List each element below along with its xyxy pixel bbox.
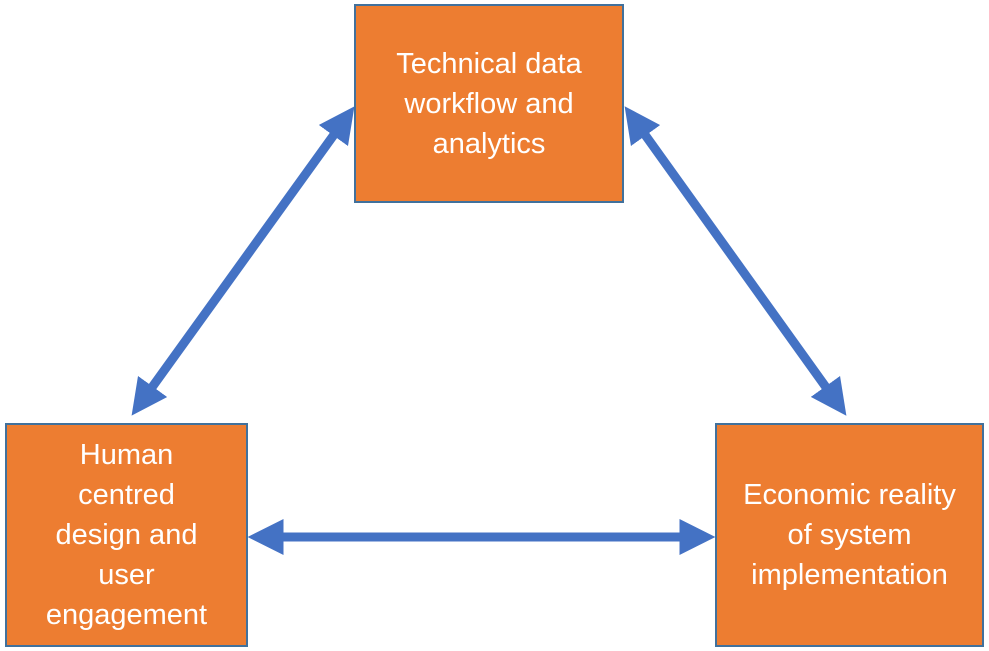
node-label-left: Human centred design and user engagement [45,439,208,631]
arrow-top-right [624,106,847,416]
node-label-right: Economic reality of system implementatio… [743,479,956,591]
arrow-top-left [131,106,355,416]
node-economic-reality: Economic reality of system implementatio… [715,423,984,647]
node-label-top: Technical data workflow and analytics [396,47,582,160]
node-human-centred-design: Human centred design and user engagement [5,423,248,647]
node-technical-data-workflow: Technical data workflow and analytics [354,4,624,203]
